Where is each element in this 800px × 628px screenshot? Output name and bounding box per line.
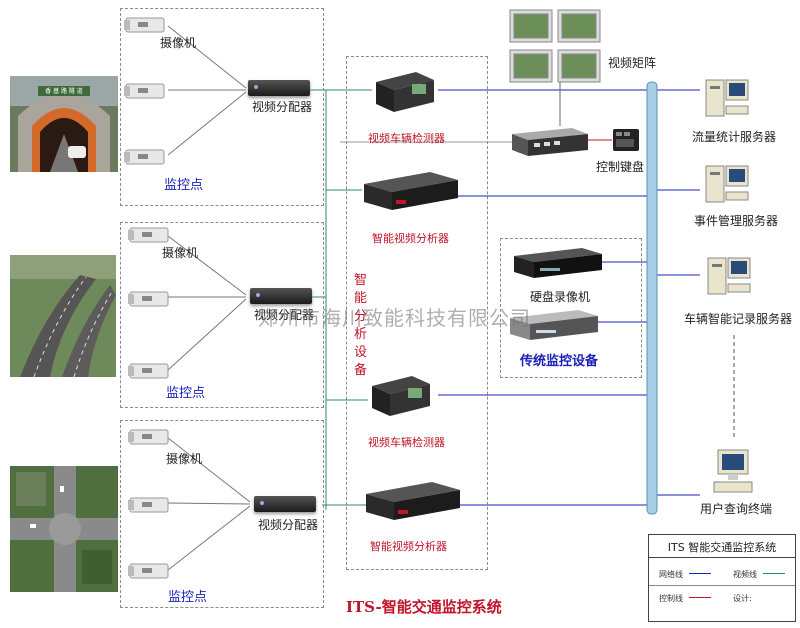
server-icon: [705, 79, 749, 117]
server-label: 车辆智能记录服务器: [684, 312, 793, 326]
video-analyzer-icon: [366, 482, 460, 520]
server-label: 事件管理服务器: [694, 214, 779, 228]
vertical-char: 能: [354, 291, 368, 306]
legend-control-line: [689, 597, 711, 598]
camera-icon: [124, 149, 165, 165]
camera-icon: [124, 83, 165, 99]
camera-label: 摄像机: [162, 246, 199, 260]
server-icon: [705, 165, 749, 203]
vertical-char: 析: [354, 327, 368, 342]
analysis-group-box: [346, 56, 488, 570]
vehicle-detector-label: 视频车辆检测器: [368, 132, 445, 145]
control-keyboard-icon: [613, 129, 639, 151]
vertical-char: 分: [354, 309, 368, 324]
camera-icon: [128, 497, 169, 513]
server-label: 用户查询终端: [700, 502, 773, 516]
server-label: 流量统计服务器: [692, 130, 777, 144]
legend-network-label: 网络线: [659, 570, 683, 579]
legend-control-label: 控制线: [659, 594, 683, 603]
legend-video-line: [763, 573, 785, 574]
camera-icon: [128, 563, 169, 579]
legend-network-line: [689, 573, 711, 574]
vehicle-detector-icon: [372, 376, 430, 416]
camera-icon: [128, 429, 169, 445]
site-label: 监控点: [164, 178, 204, 193]
camera-icon: [128, 363, 169, 379]
legend-divider: [649, 585, 795, 586]
camera-label: 摄像机: [160, 36, 197, 50]
video-splitter: [248, 80, 310, 96]
site-2-box: [120, 222, 324, 408]
video-splitter: [250, 288, 312, 304]
legend-design-label: 设计:: [733, 594, 752, 603]
legend-title: ITS 智能交通监控系统: [667, 541, 777, 554]
site-label: 监控点: [166, 386, 206, 401]
tunnel-photo: 香 基 路 隧 道: [10, 76, 118, 172]
legend-box: ITS 智能交通监控系统 网络线 视频线 控制线 设计:: [648, 534, 796, 622]
analysis-equipment-vertical-label: 智 能 分 析 设 备: [354, 272, 370, 380]
site-3-box: [120, 420, 324, 608]
video-splitter: [254, 496, 316, 512]
vehicle-detector-icon: [376, 72, 434, 112]
legend-video-label: 视频线: [733, 570, 757, 579]
monitor-wall: [508, 8, 604, 88]
video-analyzer-label: 智能视频分析器: [370, 540, 447, 553]
company-watermark: 郑州市海川致能科技有限公司: [258, 306, 531, 330]
dvr-icon: [510, 310, 598, 340]
traditional-equipment-box: [500, 238, 642, 378]
camera-icon: [128, 291, 169, 307]
dvr-icon: [514, 248, 602, 278]
legend-divider: [649, 557, 795, 558]
video-analyzer-icon: [364, 172, 458, 210]
site-1-box: [120, 8, 324, 206]
tunnel-sign: 香 基 路 隧 道: [45, 88, 83, 95]
camera-icon: [128, 227, 169, 243]
intersection-photo: [10, 466, 118, 592]
vertical-char: 备: [354, 363, 368, 378]
dvr-label: 硬盘录像机: [530, 290, 591, 304]
traditional-label: 传统监控设备: [520, 354, 599, 369]
vehicle-detector-label: 视频车辆检测器: [368, 436, 445, 449]
splitter-label: 视频分配器: [258, 518, 319, 532]
matrix-switch-icon: [512, 128, 588, 156]
camera-label: 摄像机: [166, 452, 203, 466]
matrix-label: 视频矩阵: [608, 56, 657, 70]
server-icon: [707, 257, 751, 295]
keyboard-label: 控制键盘: [596, 160, 645, 174]
highway-photo: [10, 255, 116, 377]
site-label: 监控点: [168, 590, 208, 605]
vertical-char: 智: [354, 273, 368, 288]
video-analyzer-label: 智能视频分析器: [372, 232, 449, 245]
splitter-label: 视频分配器: [254, 308, 315, 322]
user-terminal-icon: [713, 449, 753, 493]
vertical-char: 设: [354, 345, 368, 360]
camera-icon: [124, 17, 165, 33]
splitter-label: 视频分配器: [252, 100, 313, 114]
diagram-title: ITS-智能交通监控系统: [346, 598, 502, 616]
